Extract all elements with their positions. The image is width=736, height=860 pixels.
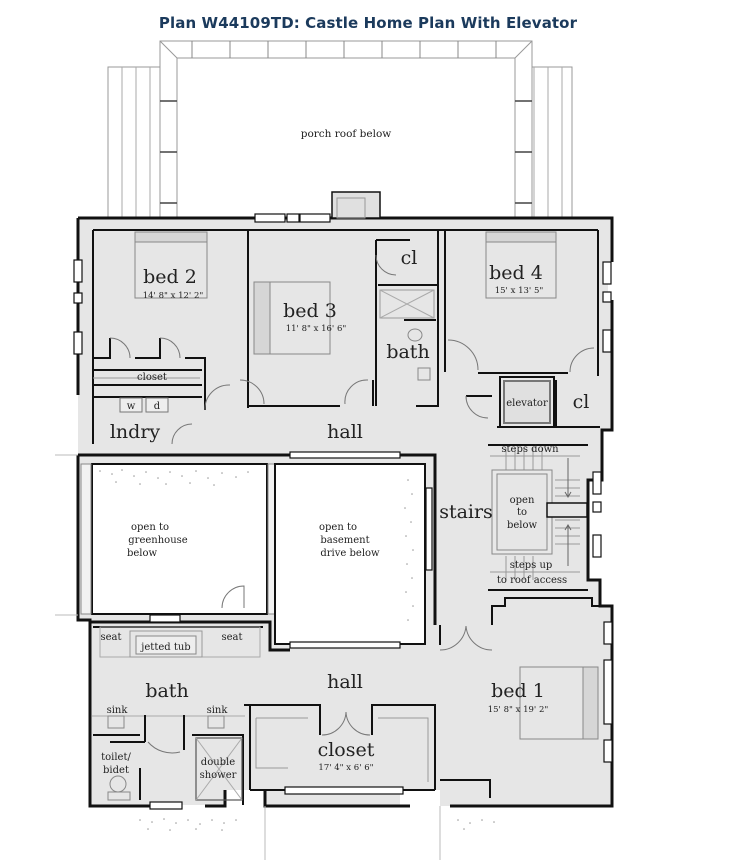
elevator-label: elevator	[506, 398, 548, 409]
room-bed-1: bed 1 15' 8" x 19' 2"	[439, 597, 604, 798]
bed-2-label: bed 2	[143, 266, 197, 288]
open-basement-drive: open to basement drive below	[274, 451, 433, 649]
seat-left-label: seat	[100, 632, 121, 643]
cl-top-label: cl	[401, 247, 418, 269]
toilet-line2: bidet	[103, 765, 129, 776]
greenhouse-line1: open to	[131, 522, 169, 533]
basement-line3: drive below	[320, 548, 380, 559]
sink-left-label: sink	[107, 705, 129, 716]
open-below-line3: below	[507, 520, 538, 531]
bath-master-label: bath	[145, 680, 188, 702]
washer-label: w	[127, 401, 136, 412]
steps-up-line2: to roof access	[497, 575, 567, 586]
bed-3-label: bed 3	[283, 300, 337, 322]
porch-roof: porch roof below	[107, 40, 573, 255]
bath-small-label: bath	[386, 341, 429, 363]
closet-master-dims: 17' 4" x 6' 6"	[318, 763, 373, 773]
bed-4-dims: 15' x 13' 5"	[495, 286, 544, 296]
greenhouse-line2: greenhouse	[128, 535, 187, 546]
room-bed-4: bed 4 15' x 13' 5"	[444, 230, 599, 376]
shower-line1: double	[201, 757, 235, 768]
room-master-closet: closet 17' 4" x 6' 6"	[244, 704, 436, 795]
plan-title: Plan W44109TD: Castle Home Plan With Ele…	[158, 14, 578, 32]
basement-line1: open to	[319, 522, 357, 533]
bed-2-dims: 14' 8" x 12' 2"	[143, 291, 204, 301]
greenhouse-line3: below	[127, 548, 158, 559]
open-below-line1: open	[510, 495, 535, 506]
laundry-label: lndry	[110, 421, 161, 443]
windows	[73, 213, 613, 763]
open-greenhouse: open to greenhouse below	[78, 453, 437, 625]
bed-1-dims: 15' 8" x 19' 2"	[488, 705, 549, 715]
stairs: steps down open to below steps up to roo…	[439, 444, 588, 591]
toilet-line1: toilet/	[101, 752, 131, 763]
bed-4-label: bed 4	[489, 262, 543, 284]
room-closet-bath: cl bath	[375, 230, 439, 407]
room-bed-3: bed 3 11' 8" x 16' 6"	[239, 230, 377, 407]
room-elevator: elevator cl	[465, 376, 600, 428]
seat-right-label: seat	[221, 632, 242, 643]
closet-top-label: closet	[137, 372, 167, 383]
room-master-bath: seat jetted tub seat bath sink sink toil…	[90, 614, 495, 831]
basement-line2: basement	[320, 535, 369, 546]
cl-right-label: cl	[573, 391, 590, 413]
bed-3-dims: 11' 8" x 16' 6"	[286, 324, 347, 334]
bed-1-label: bed 1	[491, 680, 545, 702]
closet-master-label: closet	[318, 739, 375, 761]
porch-roof-label: porch roof below	[301, 128, 392, 140]
shower-line2: shower	[200, 770, 237, 781]
jetted-tub-label: jetted tub	[140, 642, 190, 653]
open-below-line2: to	[517, 507, 527, 518]
hall-lower-label: hall	[327, 671, 363, 693]
steps-down-label: steps down	[501, 444, 559, 455]
sink-right-label: sink	[207, 705, 229, 716]
dryer-label: d	[154, 401, 161, 412]
hall-upper-label: hall	[327, 421, 363, 443]
stairs-label: stairs	[439, 501, 493, 523]
steps-up-line1: steps up	[510, 560, 553, 571]
room-closet-laundry: closet w d lndry	[93, 369, 231, 445]
